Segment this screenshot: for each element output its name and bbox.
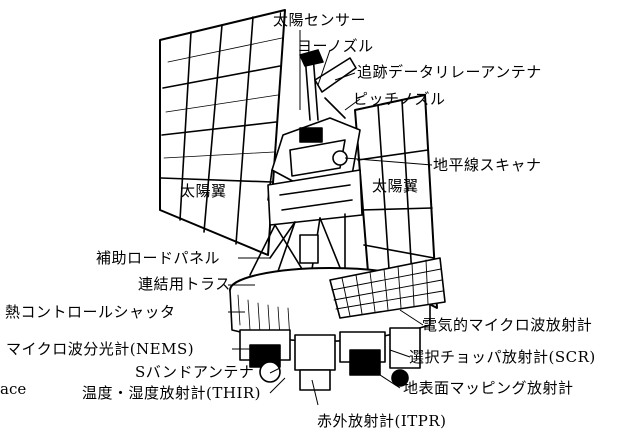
edge-text-fragment: ace [0,380,27,398]
label-nems: マイクロ波分光計(NEMS) [6,340,195,358]
label-tdrs-antenna: 追跡データリレーアンテナ [357,63,542,81]
label-surface-mapping: 地表面マッピング放射計 [403,379,574,397]
label-itpr: 赤外放射計(ITPR) [317,412,447,430]
right-solar-array [354,94,438,309]
label-truss: 連結用トラス [138,275,231,293]
radiometer-panel [329,257,446,319]
left-solar-array [159,9,286,256]
upper-module [267,117,363,226]
label-thermal-shutter: 熱コントロールシャッタ [5,303,176,321]
label-microwave-radiometer: 電気的マイクロ波放射計 [422,316,593,334]
label-solar-array-left: 太陽翼 [180,182,227,200]
label-solar-array-right: 太陽翼 [372,177,419,195]
antenna-mast [299,49,357,121]
label-sun-sensor: 太陽センサー [273,11,367,29]
label-thir: 温度・湿度放射計(THIR) [82,384,262,402]
leader-lines [228,30,433,406]
lower-instruments [239,327,421,391]
label-s-band-antenna: Sバンドアンテナ [135,363,255,381]
label-pitch-nozzle: ピッチノズル [353,90,446,108]
label-horizon-scanner: 地平線スキャナ [433,156,542,174]
label-aux-load-panel: 補助ロードパネル [96,249,221,267]
label-scr: 選択チョッパ放射計(SCR) [409,348,596,366]
label-yaw-nozzle: ヨーノズル [297,37,374,55]
